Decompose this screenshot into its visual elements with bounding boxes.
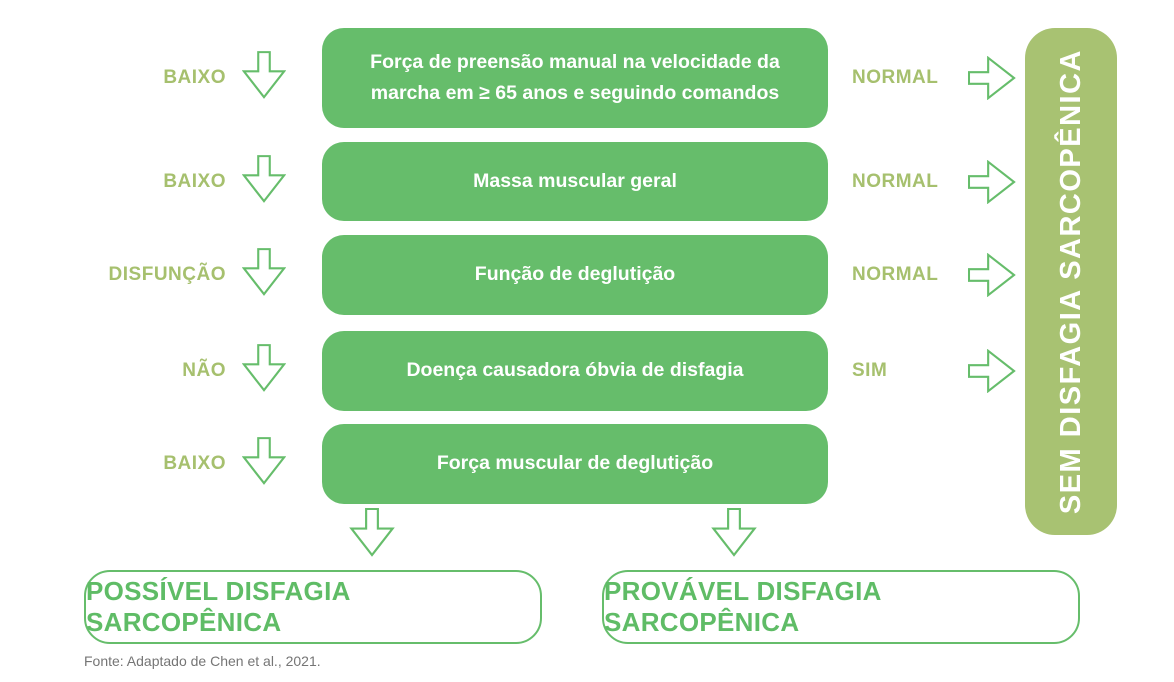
condition-label-right: NORMAL (852, 264, 939, 285)
criterion-box: Massa muscular geral (322, 142, 828, 221)
down-arrow-icon (238, 248, 290, 296)
down-arrow-icon (238, 51, 290, 99)
criterion-box: Força muscular de deglutição (322, 424, 828, 504)
right-arrow-icon (966, 349, 1018, 393)
condition-label-right: SIM (852, 360, 888, 381)
condition-label-left: BAIXO (163, 453, 226, 474)
down-arrow-icon (349, 508, 395, 557)
condition-label-left: NÃO (182, 360, 226, 381)
criterion-box: Doença causadora óbvia de disfagia (322, 331, 828, 411)
down-arrow-icon (238, 154, 290, 203)
condition-label-right: NORMAL (852, 170, 939, 192)
flow-row-2: BAIXO Massa muscular geral NORMAL (0, 142, 1174, 221)
right-arrow-icon (966, 253, 1018, 297)
condition-label-left: DISFUNÇÃO (108, 264, 226, 285)
possible-sarcopenic-dysphagia-label: POSSÍVEL DISFAGIA SARCOPÊNICA (86, 576, 350, 637)
condition-label-right: NORMAL (852, 67, 939, 88)
flow-row-4: NÃO Doença causadora óbvia de disfagia S… (0, 331, 1174, 411)
criterion-box: Função de deglutição (322, 235, 828, 315)
flow-row-5: BAIXO Força muscular de deglutição (0, 424, 1174, 504)
no-sarcopenic-dysphagia-label: SEM DISFAGIA SARCOPÊNICA (1054, 48, 1087, 515)
condition-label-left: BAIXO (163, 170, 226, 192)
flow-row-1: BAIXO Força de preensão manual na veloci… (0, 28, 1174, 128)
right-arrow-icon (966, 159, 1018, 204)
down-arrow-icon (238, 344, 290, 392)
down-arrow-icon (711, 508, 757, 557)
source-note: Fonte: Adaptado de Chen et al., 2021. (84, 653, 321, 669)
flow-row-3: DISFUNÇÃO Função de deglutição NORMAL (0, 235, 1174, 315)
probable-sarcopenic-dysphagia-label: PROVÁVEL DISFAGIA SARCOPÊNICA (604, 576, 881, 637)
possible-sarcopenic-dysphagia-box: POSSÍVEL DISFAGIA SARCOPÊNICA (84, 570, 542, 644)
down-arrow-icon (238, 437, 290, 485)
criterion-box: Força de preensão manual na velocidade d… (322, 28, 828, 128)
probable-sarcopenic-dysphagia-box: PROVÁVEL DISFAGIA SARCOPÊNICA (602, 570, 1080, 644)
no-sarcopenic-dysphagia-box: SEM DISFAGIA SARCOPÊNICA (1025, 28, 1117, 535)
condition-label-left: BAIXO (163, 67, 226, 88)
right-arrow-icon (966, 56, 1018, 100)
